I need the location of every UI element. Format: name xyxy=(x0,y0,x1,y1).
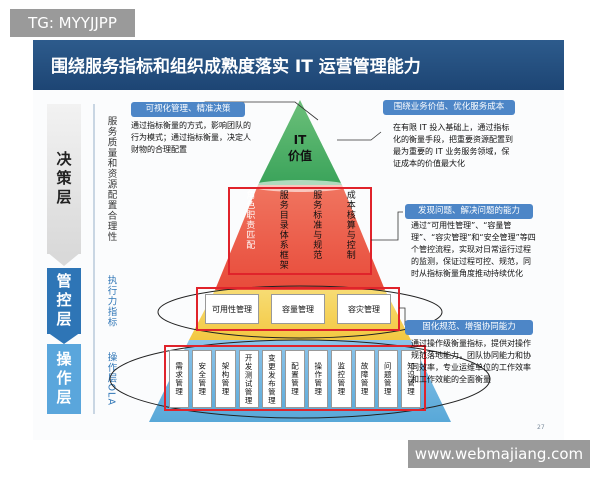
operation-item: 操作管理 xyxy=(308,350,329,408)
decision-items: 角色职责匹配 服务目录体系框架 服务标准与规范 成本核算与控制 xyxy=(233,190,367,272)
callout-4-body: 通过操作级衡量指标，提供对操作规范落地能力，团队协同能力和协同效率，专业运维单位… xyxy=(411,339,531,384)
operation-item: 安全管理 xyxy=(192,350,213,408)
connector-3 xyxy=(371,211,403,241)
pyramid-top-label: IT 价值 xyxy=(278,132,322,164)
decision-item: 角色职责匹配 xyxy=(244,190,255,250)
control-item: 容量管理 xyxy=(271,294,325,324)
callout-4-title: 固化规范、增强协同能力 xyxy=(405,320,533,335)
decision-item: 成本核算与控制 xyxy=(344,190,355,260)
operation-item: 知识管理 xyxy=(400,350,422,408)
control-highlight-box xyxy=(196,287,400,331)
operation-highlight-box xyxy=(164,345,426,411)
operation-item: 配置管理 xyxy=(284,350,306,408)
level-decision-label: 决策层 xyxy=(54,150,73,208)
level-decision: 决策层 xyxy=(47,104,81,254)
control-item: 容灾管理 xyxy=(337,294,391,324)
decision-highlight-box xyxy=(228,187,372,275)
level-control-desc: 执行力指标 xyxy=(105,274,117,328)
operation-item: 问题管理 xyxy=(377,350,398,408)
slide-title: 围绕服务指标和组织成熟度落实 IT 运营管理能力 xyxy=(51,57,421,77)
callout-2-body: 在有限 IT 投入基础上，通过指标化的衡量手段，把重要资源配置到最为重要的 IT… xyxy=(393,123,513,168)
connector-2 xyxy=(337,131,382,141)
decision-item: 服务目录体系框架 xyxy=(277,190,288,270)
operation-item: 开发测试管理 xyxy=(238,350,259,408)
pyramid-ring-control xyxy=(157,285,443,339)
title-banner xyxy=(33,40,564,90)
operation-item: 需求管理 xyxy=(169,350,190,408)
pyramid-tier-decision xyxy=(215,185,385,290)
pyramid-top-line1: IT xyxy=(293,133,307,147)
callout-2-title: 围绕业务价值、优化服务成本 xyxy=(383,100,515,115)
control-item: 可用性管理 xyxy=(205,294,259,324)
level-control: 管控层 xyxy=(47,268,81,334)
decision-item: 服务标准与规范 xyxy=(311,190,322,260)
pyramid-ring-base xyxy=(109,339,491,419)
watermark-top-left: TG: MYYJJPP xyxy=(10,9,135,37)
callout-1-title: 可视化管理、精准决策 xyxy=(131,102,245,117)
operation-item: 变更发布管理 xyxy=(261,350,282,408)
operation-items: 需求管理 安全管理 架构管理 开发测试管理 变更发布管理 配置管理 操作管理 监… xyxy=(169,350,422,408)
level-divider xyxy=(93,104,95,414)
level-decision-desc: 服务质量和资源配置合理性 xyxy=(105,116,117,242)
level-control-label: 管控层 xyxy=(54,272,73,330)
callout-3-body: 通过“可用性管理”、“容量管理”、“容灾管理”和“安全管理”等四个管控流程，实现… xyxy=(411,221,536,278)
callout-3-title: 发现问题、解决问题的能力 xyxy=(405,204,533,219)
operation-item: 监控管理 xyxy=(331,350,352,408)
level-operation: 操作层 xyxy=(47,344,81,414)
level-decision-arrow xyxy=(47,252,81,266)
level-operation-desc: 操作层OLA xyxy=(105,352,117,406)
callout-1-body: 通过指标衡量的方式，影响团队的行为模式；通过指标衡量，决定人财物的合理配置 xyxy=(131,121,251,154)
operation-item: 架构管理 xyxy=(215,350,236,408)
pyramid-top-line2: 价值 xyxy=(287,149,312,163)
watermark-bottom-right: www.webmajiang.com xyxy=(408,440,590,468)
pyramid-tier-top xyxy=(258,100,342,185)
level-operation-label: 操作层 xyxy=(54,350,73,408)
page-number: 27 xyxy=(537,424,545,431)
level-control-arrow xyxy=(47,332,81,344)
slide: 围绕服务指标和组织成熟度落实 IT 运营管理能力 决策层 管控层 操作层 服务质… xyxy=(33,40,564,440)
operation-item: 故障管理 xyxy=(354,350,375,408)
